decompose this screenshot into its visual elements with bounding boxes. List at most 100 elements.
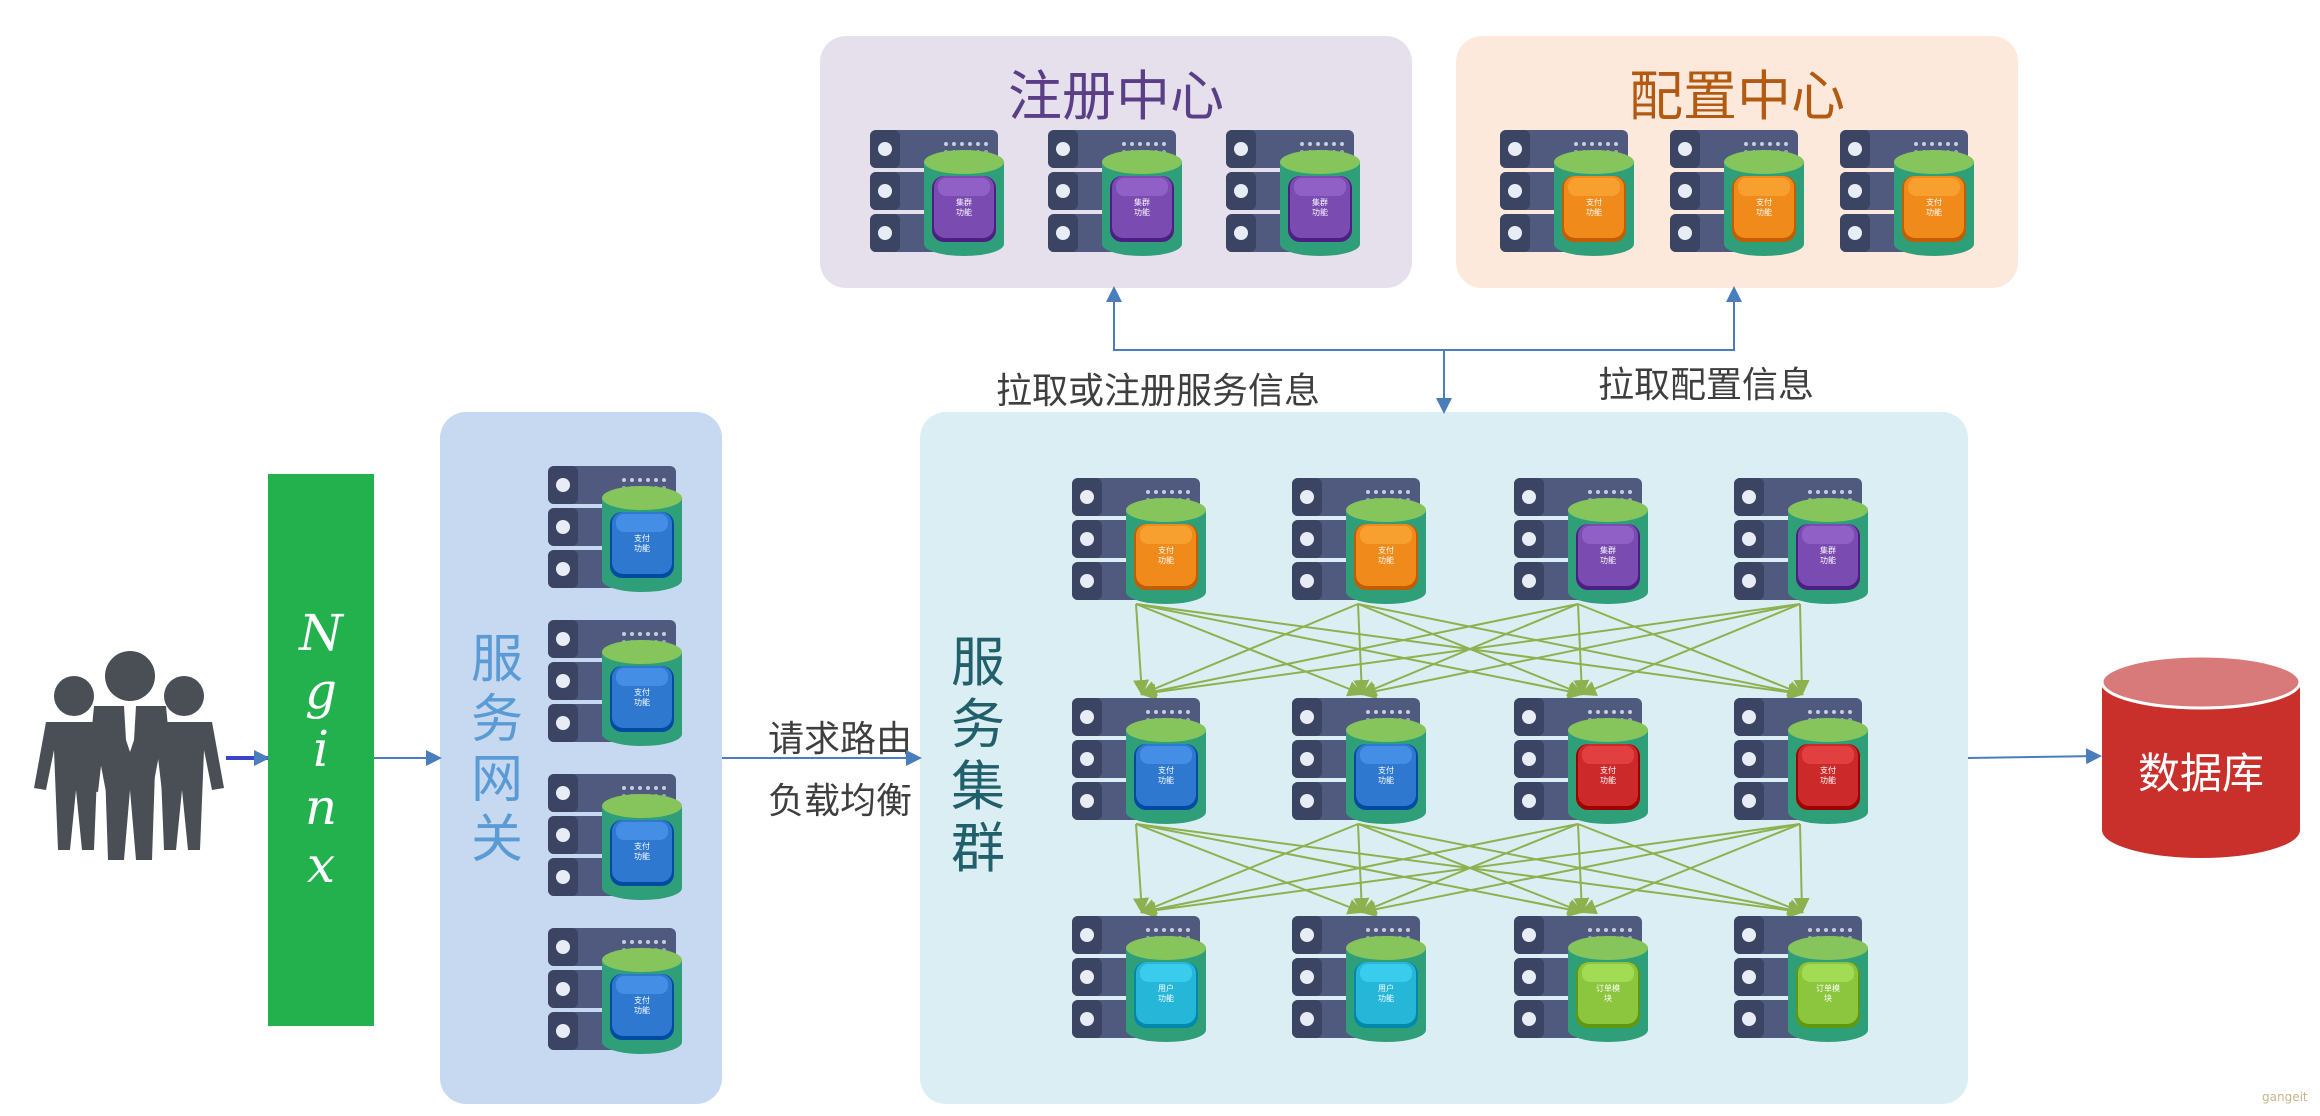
nginx-bar [268,474,374,1026]
gateway-server: 支付功能 [548,464,682,594]
gateway-char: 网 [470,750,523,810]
gateway-char: 务 [470,690,523,750]
nginx-char: N [299,604,343,662]
cluster-server: 支付功能 [1292,696,1426,826]
cluster-server: 支付功能 [1734,696,1868,826]
svg-text:用户: 用户 [1378,983,1394,993]
svg-text:支付: 支付 [1600,765,1616,775]
svg-text:功能: 功能 [1378,555,1394,565]
cluster-server: 支付功能 [1072,696,1206,826]
database-icon [2100,654,2302,858]
svg-text:功能: 功能 [634,851,650,861]
svg-text:功能: 功能 [634,543,650,553]
svg-text:集群: 集群 [1312,197,1328,207]
registry-server: 集群功能 [1226,128,1360,258]
svg-text:功能: 功能 [1820,775,1836,785]
arrow-cluster-config [1444,286,1742,351]
green-connector [1360,603,1801,700]
svg-text:功能: 功能 [1820,555,1836,565]
green-connector [1140,823,1579,918]
svg-text:集群: 集群 [1134,197,1150,207]
svg-text:支付: 支付 [1158,545,1174,555]
svg-text:功能: 功能 [1756,207,1772,217]
cluster-server: 用户功能 [1072,914,1206,1044]
gateway-server: 支付功能 [548,618,682,748]
svg-text:功能: 功能 [1378,775,1394,785]
gateway-server: 支付功能 [548,772,682,902]
arrow-cluster-database [1967,748,2102,765]
cluster-server: 支付功能 [1292,476,1426,606]
nginx-char: x [306,836,336,894]
cluster-label: 服 务 集 群 [942,632,1014,880]
svg-text:功能: 功能 [1134,207,1150,217]
cluster-char: 集 [951,755,1005,818]
arrow-cluster-registry [1106,286,1444,351]
svg-text:功能: 功能 [634,1005,650,1015]
svg-text:功能: 功能 [1926,207,1942,217]
nginx-label: N g i n x [268,604,374,894]
svg-text:支付: 支付 [634,533,650,543]
config-title: 配置中心 [1629,65,1845,128]
cluster-char: 服 [951,631,1005,694]
svg-text:支付: 支付 [634,841,650,851]
nginx-char: g [304,662,337,720]
green-connector [1793,823,1810,914]
cluster-server: 支付功能 [1514,696,1648,826]
svg-text:块: 块 [1824,993,1832,1003]
svg-text:功能: 功能 [1158,555,1174,565]
registry-server: 集群功能 [1048,128,1182,258]
green-connector [1793,603,1810,696]
database-label: 数据库 [2137,749,2264,798]
svg-text:功能: 功能 [1600,775,1616,785]
svg-text:功能: 功能 [1312,207,1328,217]
green-connector [1140,823,1801,919]
gateway-char: 关 [470,810,523,870]
green-connector [1140,823,1359,915]
green-connector [1580,603,1801,697]
gateway-server: 支付功能 [548,926,682,1056]
svg-text:功能: 功能 [1158,775,1174,785]
svg-text:功能: 功能 [1378,993,1394,1003]
config-server: 支付功能 [1670,128,1804,258]
cluster-server: 订单模块 [1514,914,1648,1044]
svg-text:块: 块 [1604,993,1612,1003]
pull-config-label: 拉取配置信息 [1598,365,1815,406]
config-server: 支付功能 [1500,128,1634,258]
pull-register-label: 拉取或注册服务信息 [996,371,1321,412]
svg-text:订单模: 订单模 [1816,983,1840,993]
gateway-char: 服 [470,630,523,690]
svg-text:支付: 支付 [634,687,650,697]
green-connector [1360,823,1801,918]
green-connector [1133,603,1150,696]
svg-text:用户: 用户 [1158,983,1174,993]
green-connector [1140,603,1579,700]
green-connector [1140,603,1359,696]
svg-text:支付: 支付 [1926,197,1942,207]
watermark: gangeit [2262,1090,2308,1104]
green-connector [1580,823,1801,915]
svg-text:集群: 集群 [1600,545,1616,555]
config-server: 支付功能 [1840,128,1974,258]
svg-text:支付: 支付 [1756,197,1772,207]
svg-text:支付: 支付 [1820,765,1836,775]
svg-text:集群: 集群 [1820,545,1836,555]
registry-server: 集群功能 [870,128,1004,258]
green-connector [1140,603,1801,701]
cluster-server: 用户功能 [1292,914,1426,1044]
svg-text:支付: 支付 [1158,765,1174,775]
cluster-char: 群 [951,817,1005,880]
svg-text:支付: 支付 [634,995,650,1005]
svg-text:支付: 支付 [1378,765,1394,775]
svg-text:功能: 功能 [1586,207,1602,217]
nginx-char: n [304,778,338,836]
svg-text:功能: 功能 [956,207,972,217]
load-balance-label: 负载均衡 [768,781,913,822]
svg-text:支付: 支付 [1378,545,1394,555]
svg-text:功能: 功能 [634,697,650,707]
svg-text:支付: 支付 [1586,197,1602,207]
svg-text:集群: 集群 [956,197,972,207]
cluster-server: 集群功能 [1514,476,1648,606]
svg-text:订单模: 订单模 [1596,983,1620,993]
gateway-label: 服 务 网 关 [462,630,532,870]
